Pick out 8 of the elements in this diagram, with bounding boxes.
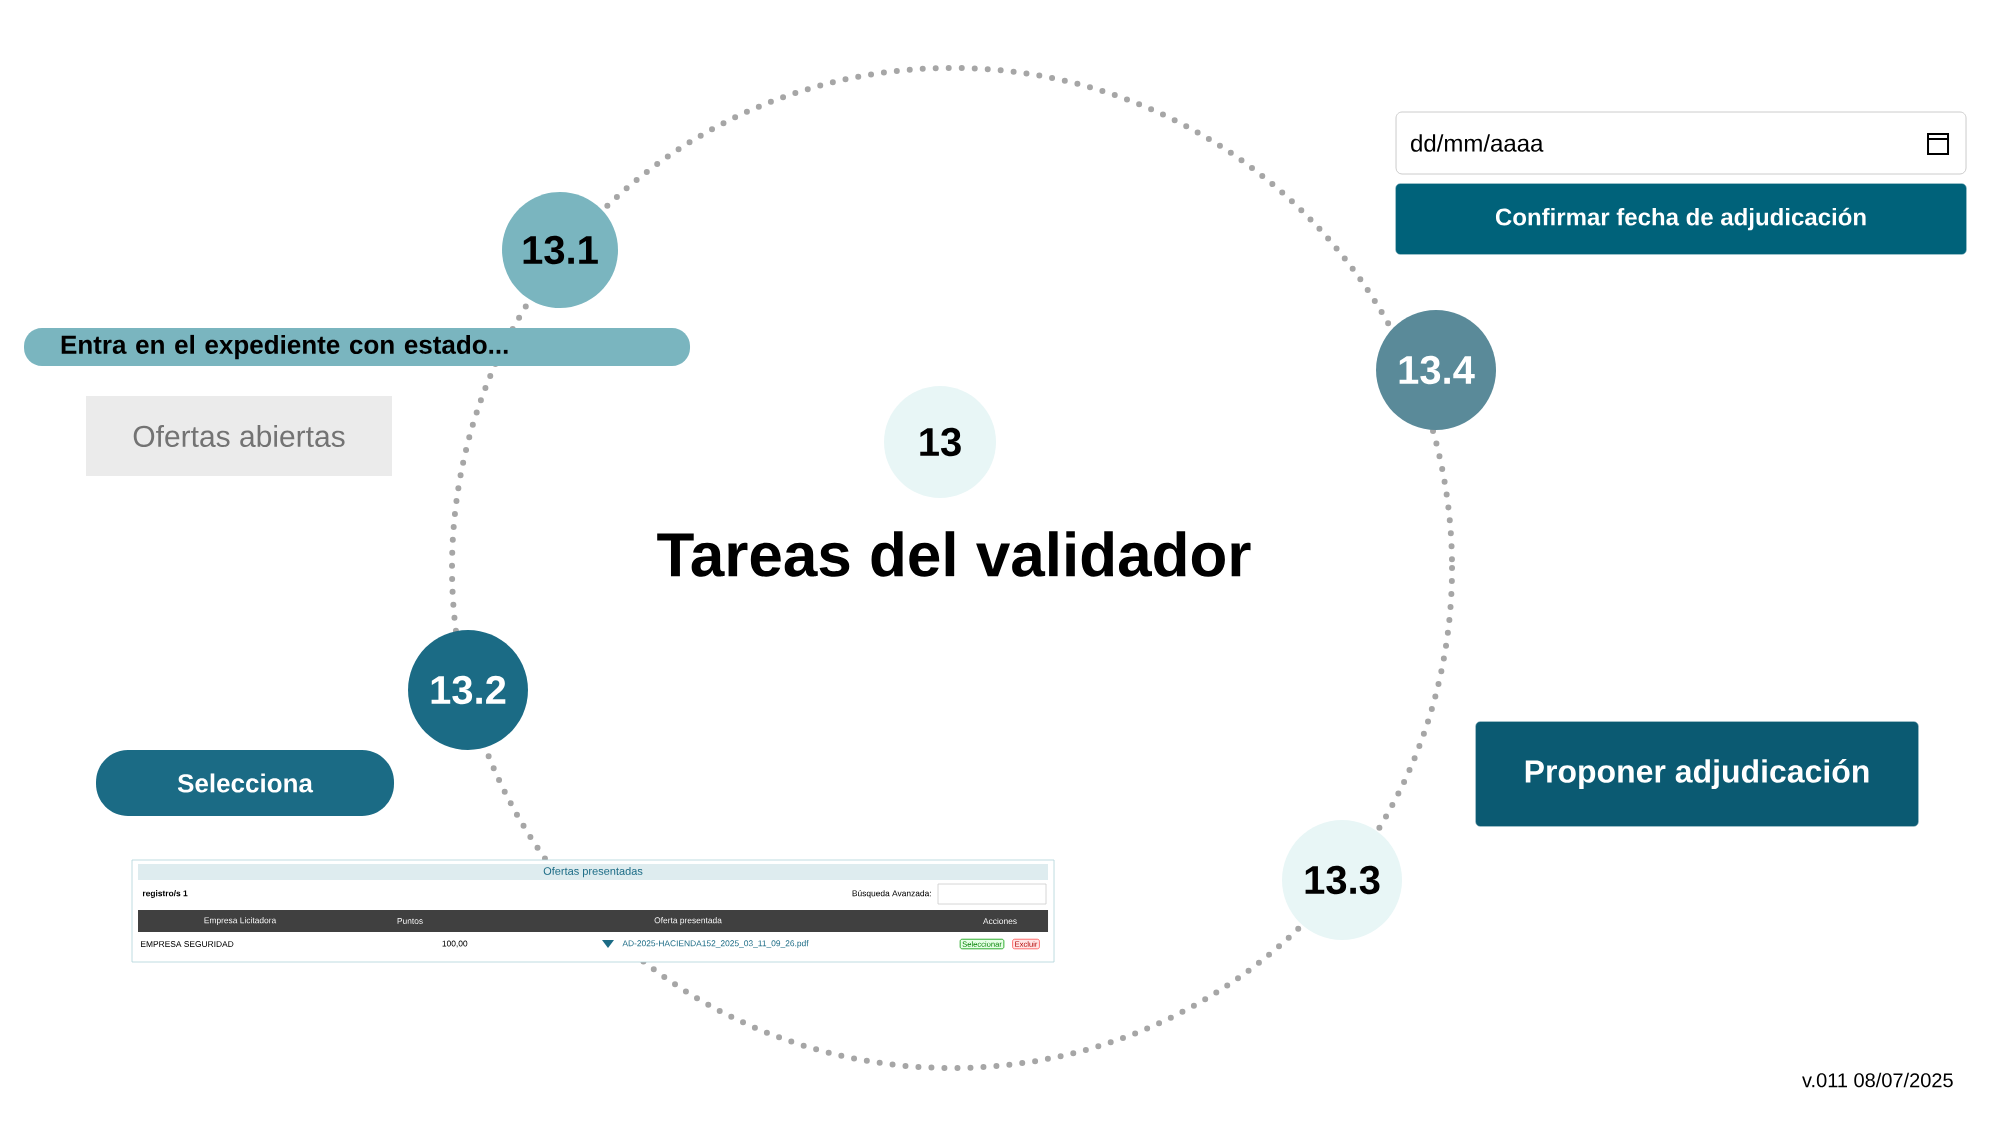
title: Tareas del validador — [657, 531, 1251, 577]
propose-button: Proponer adjudicación — [1475, 721, 1919, 827]
select-button: Selecciona — [96, 750, 394, 816]
confirm-button: Confirmar fecha de adjudicación — [1395, 183, 1967, 255]
status-box: Ofertas abiertas — [86, 396, 392, 476]
status-banner: Entra en el expediente con estado... — [24, 328, 690, 366]
version-note: v.011 08/07/2025 — [1802, 1072, 1953, 1088]
date-field: dd/mm/aaaa — [1395, 111, 1967, 175]
